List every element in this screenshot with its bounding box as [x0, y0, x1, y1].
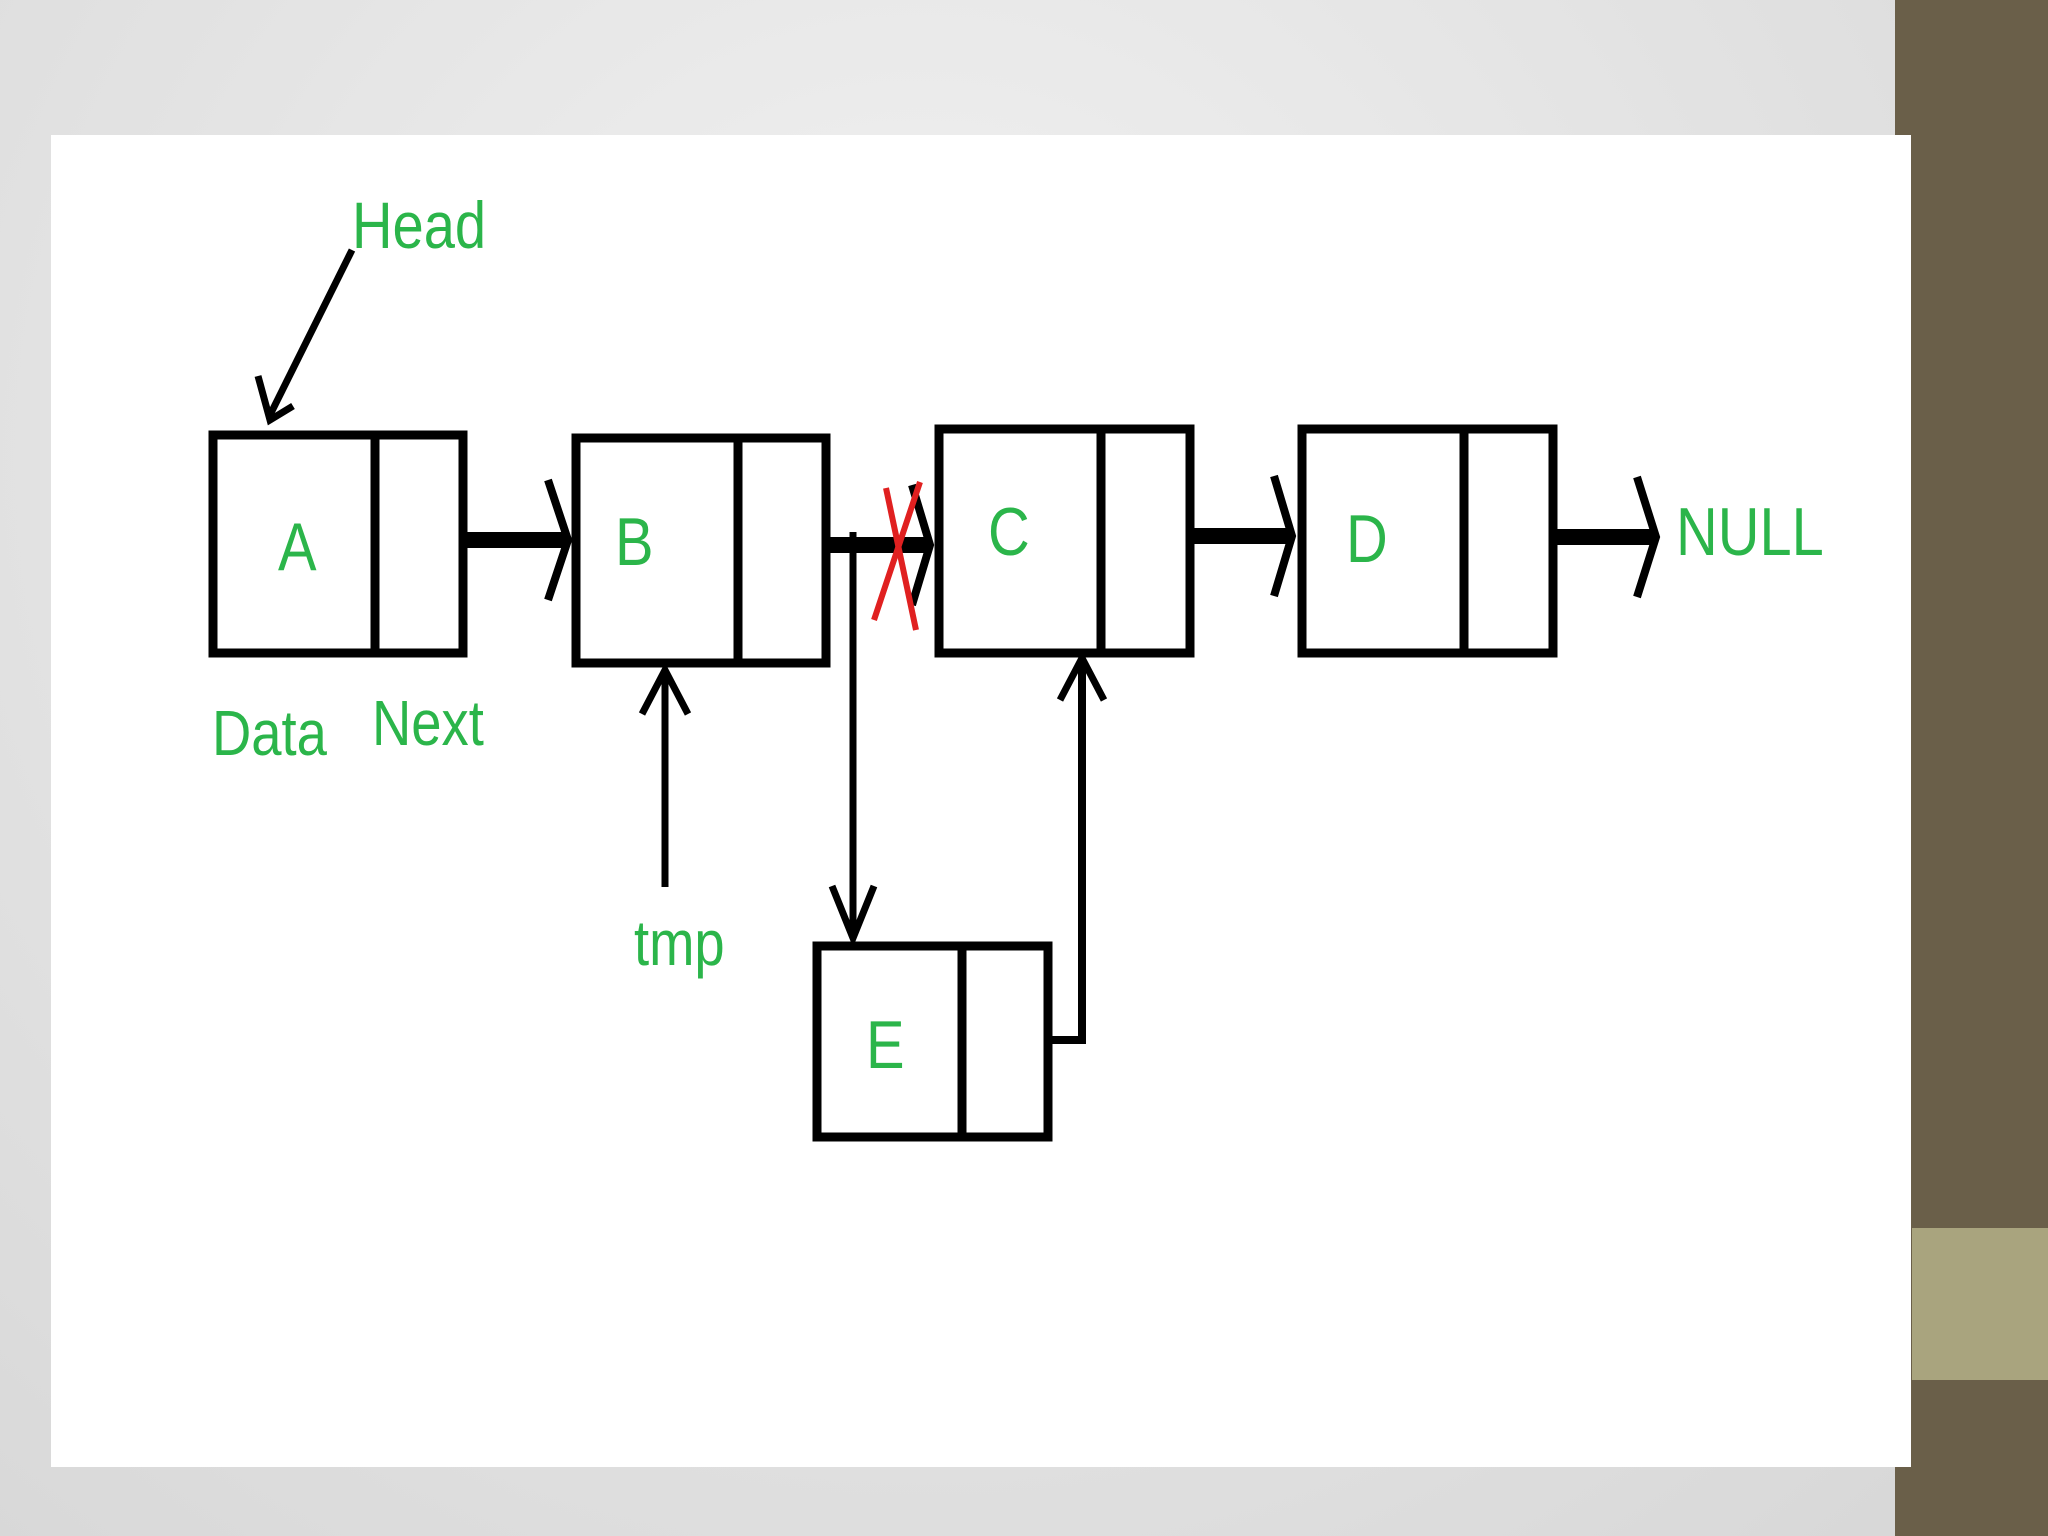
node-d-label: D [1346, 502, 1388, 577]
arrow-b-to-e [828, 532, 878, 948]
node-a: A [208, 430, 468, 658]
side-accent [1912, 1228, 2048, 1380]
node-e-label: E [866, 1008, 905, 1083]
node-b-label: B [615, 505, 654, 580]
arrow-a-to-b [467, 478, 573, 602]
node-c: C [934, 424, 1195, 658]
node-a-next-cell [370, 430, 468, 658]
tmp-label: tmp [634, 907, 725, 979]
node-b-data-cell [571, 433, 743, 668]
node-e: E [812, 941, 1053, 1142]
slide-panel [51, 135, 1911, 1467]
arrow-c-to-d [1194, 474, 1297, 598]
node-d: D [1297, 424, 1558, 658]
node-d-next-cell [1459, 424, 1558, 658]
node-c-label: C [988, 495, 1030, 570]
data-field-label: Data [212, 697, 328, 769]
arrow-e-to-c [1048, 650, 1108, 1044]
node-a-label: A [278, 510, 317, 585]
node-c-next-cell [1096, 424, 1195, 658]
node-b: B [571, 433, 831, 668]
node-b-next-cell [733, 433, 831, 668]
next-field-label: Next [372, 687, 484, 759]
null-label: NULL [1676, 495, 1824, 570]
arrow-b-to-c-removed [830, 483, 935, 607]
node-e-next-cell [957, 941, 1053, 1142]
tmp-pointer-arrow [638, 662, 692, 887]
arrow-d-to-null [1557, 475, 1661, 599]
head-pointer-arrow [254, 248, 356, 426]
head-label: Head [352, 189, 486, 262]
removed-link-cross-icon [871, 481, 923, 631]
